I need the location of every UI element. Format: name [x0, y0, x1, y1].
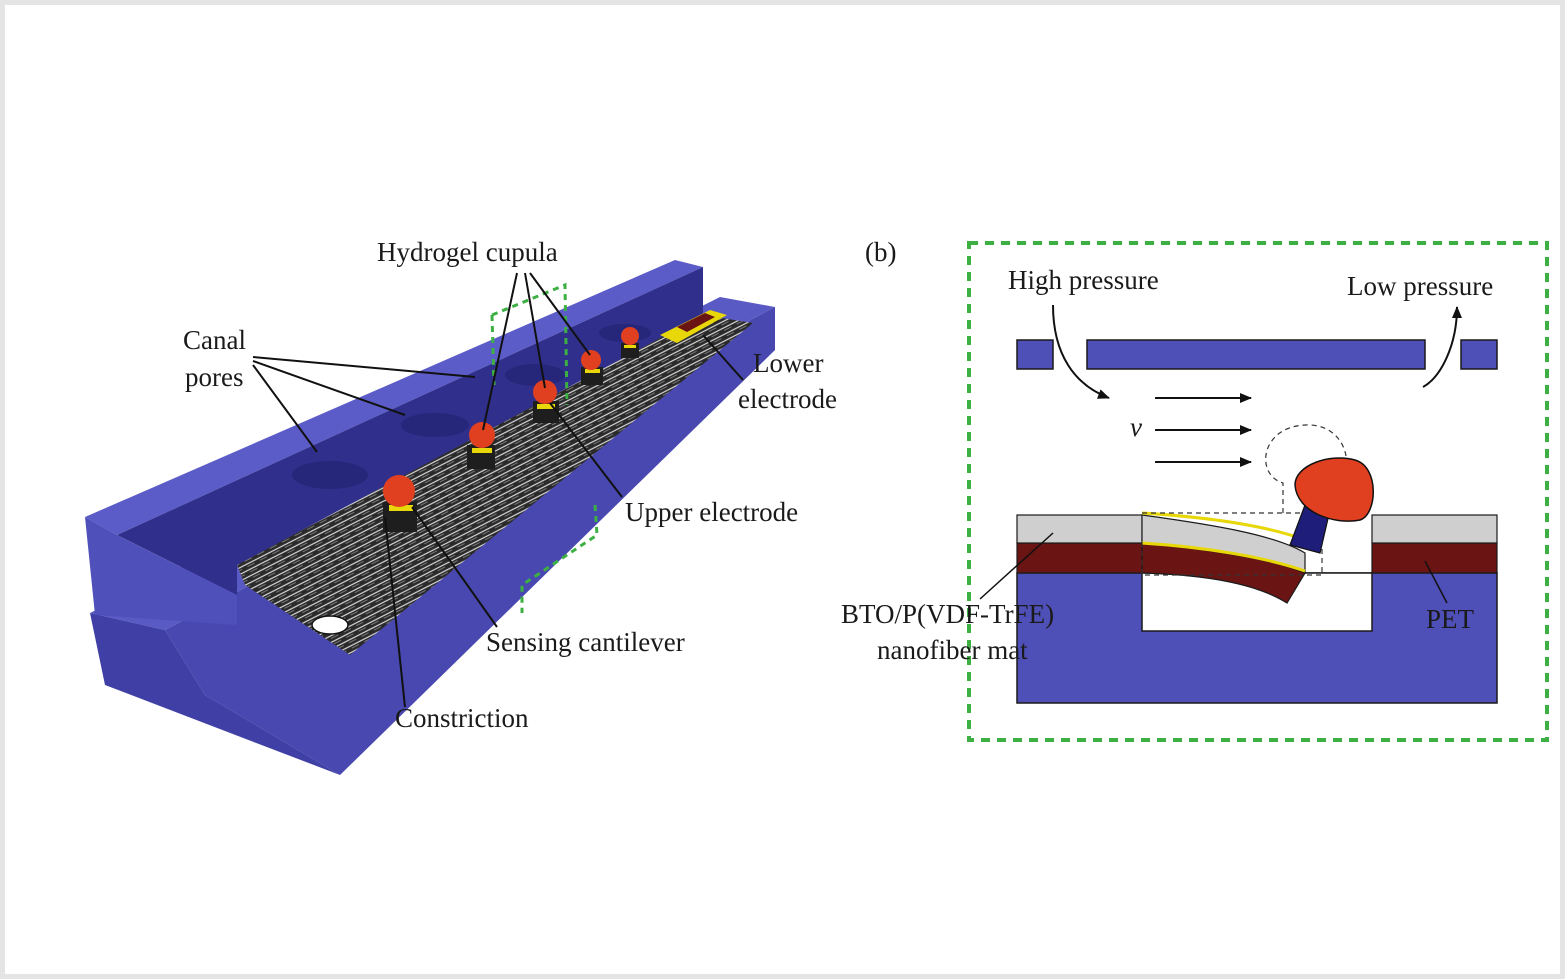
cantilever-unit [467, 422, 495, 469]
canal-outer-face [85, 517, 237, 625]
label-pores: pores [185, 362, 243, 392]
label-hydrogel-cupula: Hydrogel cupula [377, 237, 558, 267]
label-velocity: v [1130, 412, 1142, 442]
label-material-line1: BTO/P(VDF-TrFE) [841, 599, 1054, 629]
label-sensing-cantilever: Sensing cantilever [486, 627, 685, 657]
base-substrate [1016, 572, 1498, 704]
hydrogel-cupula [1294, 457, 1374, 522]
pet-layer-left [1016, 542, 1143, 574]
nanofiber-mat-left [1016, 514, 1143, 544]
figure-canvas: Hydrogel cupula Canal pores Lower electr… [85, 237, 1549, 775]
canal-pore [505, 364, 565, 386]
leader-lines-a [252, 272, 744, 708]
label-electrode: electrode [738, 384, 837, 414]
lower-electrode-pads-dark [677, 313, 715, 332]
nanofiber-mat-right [1371, 514, 1498, 544]
lower-electrode-strip [1141, 541, 1306, 573]
lid-left [1016, 339, 1054, 370]
figure-frame: Hydrogel cupula Canal pores Lower electr… [5, 5, 1560, 974]
callout-box-a [491, 282, 569, 406]
label-low-pressure: Low pressure [1347, 271, 1493, 301]
label-upper-electrode: Upper electrode [625, 497, 798, 527]
canal-back-wall-top [85, 260, 703, 535]
device-3d-render [85, 260, 775, 775]
label-constriction: Constriction [395, 703, 529, 733]
cantilever-unit [383, 475, 417, 532]
panel-b-tag: (b) [865, 237, 896, 267]
leader-material [979, 532, 1054, 600]
outflow-arrow [1422, 306, 1462, 388]
canal-pore [401, 413, 469, 437]
leader-pet [1424, 560, 1448, 604]
callout-box-b [967, 241, 1549, 742]
pet-layer-right [1371, 542, 1498, 574]
canal-pore [292, 461, 368, 489]
label-pet: PET [1426, 604, 1475, 634]
cantilever-unit [581, 350, 603, 385]
substrate-end-face [90, 613, 340, 775]
callout-box-a-lower [520, 504, 599, 613]
label-high-pressure: High pressure [1008, 265, 1159, 295]
inflow-arrow [1052, 304, 1110, 399]
callout-box-a-side [490, 314, 496, 386]
mat-hole [311, 615, 349, 635]
upper-electrode-strip [1141, 511, 1306, 542]
cantilever-unit [621, 327, 639, 358]
lid-center [1086, 339, 1426, 370]
label-material-line2: nanofiber mat [877, 635, 1028, 665]
label-canal: Canal [183, 325, 246, 355]
lid-right [1460, 339, 1498, 370]
cantilever-unit [533, 380, 559, 423]
nanofiber-mat-floor [237, 315, 753, 655]
label-lower: Lower [753, 348, 823, 378]
